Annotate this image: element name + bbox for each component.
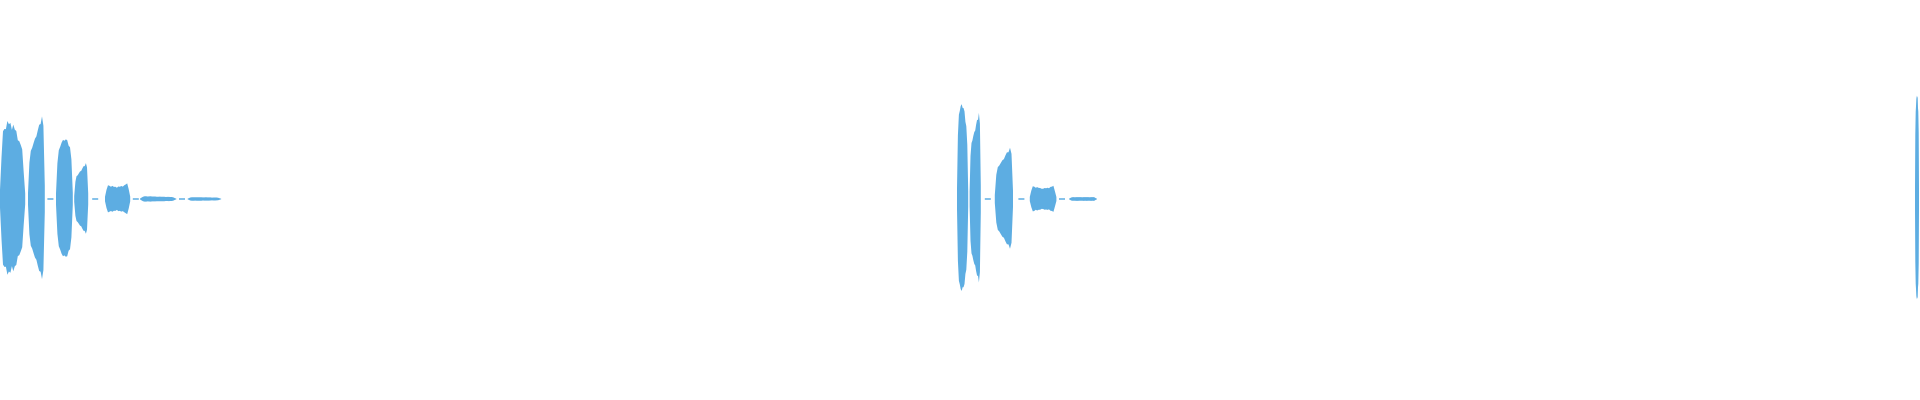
waveform-segment xyxy=(957,104,969,291)
waveform-segment xyxy=(969,112,981,283)
waveform-segment xyxy=(0,121,26,275)
waveform-segment xyxy=(74,163,89,234)
waveform-segment xyxy=(1915,95,1919,300)
waveform-segment xyxy=(56,139,73,257)
waveform-segment xyxy=(1029,185,1057,212)
waveform-segment xyxy=(105,183,131,215)
waveform-track xyxy=(0,95,1919,300)
waveform-segment xyxy=(140,196,177,202)
waveform-segment xyxy=(28,116,45,280)
waveform-segment xyxy=(994,147,1013,249)
waveform-segment xyxy=(187,197,222,201)
waveform-segment xyxy=(1069,197,1097,201)
